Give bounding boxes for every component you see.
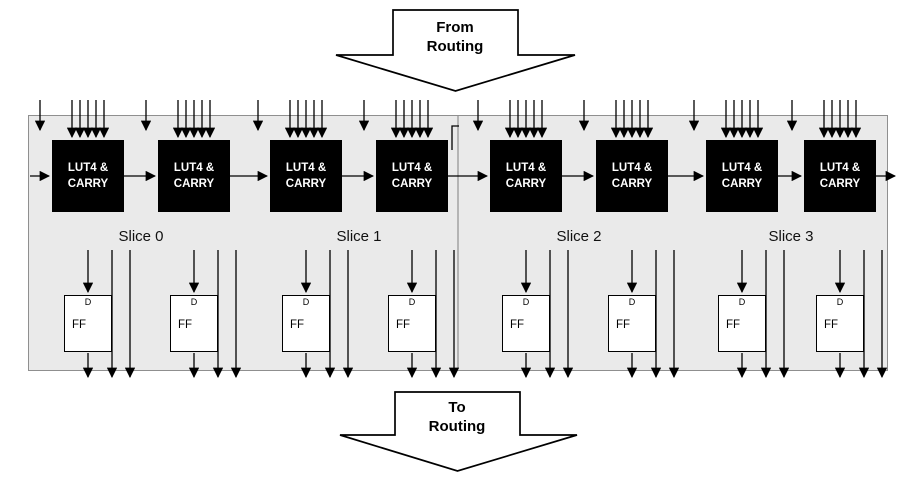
ff-box: D FF <box>170 295 218 352</box>
lut-label-line2: CARRY <box>505 178 547 190</box>
lut-label-line1: LUT4 & <box>505 161 547 174</box>
ff-label: FF <box>72 318 87 331</box>
to-routing-arrow: To Routing <box>339 391 578 472</box>
ff-d-input-label: D <box>628 297 636 307</box>
lut-label-line1: LUT4 & <box>173 161 215 174</box>
lut4-carry-box: LUT4 & CARRY <box>490 140 562 212</box>
ff-d-input-label: D <box>738 297 746 307</box>
ff-label: FF <box>616 318 631 331</box>
ff-box: D FF <box>608 295 656 352</box>
ff-d-input-label: D <box>408 297 416 307</box>
ff-d-input-label: D <box>84 297 92 307</box>
lut-label-line2: CARRY <box>721 178 763 190</box>
lut4-carry-box: LUT4 & CARRY <box>706 140 778 212</box>
lut4-carry-box: LUT4 & CARRY <box>596 140 668 212</box>
ff-box: D FF <box>64 295 112 352</box>
lut-label-line2: CARRY <box>173 178 215 190</box>
signal-arrows <box>30 100 897 379</box>
ff-label: FF <box>290 318 305 331</box>
lut4-carry-box: LUT4 & CARRY <box>376 140 448 212</box>
from-routing-arrow: From Routing <box>335 9 576 92</box>
ff-box: D FF <box>388 295 436 352</box>
from-routing-label-line1: From <box>436 19 474 36</box>
slice-label: Slice 0 <box>118 228 164 245</box>
ff-d-input-label: D <box>190 297 198 307</box>
lut4-carry-box: LUT4 & CARRY <box>52 140 124 212</box>
lut-label-line2: CARRY <box>611 178 653 190</box>
ff-box: D FF <box>718 295 766 352</box>
carry-out-loop-line <box>451 125 459 150</box>
slice-label: Slice 3 <box>768 228 814 245</box>
slice-label: Slice 1 <box>336 228 382 245</box>
ff-d-input-label: D <box>836 297 844 307</box>
to-routing-label-line2: Routing <box>429 418 486 435</box>
to-routing-arrow-shape <box>339 391 578 472</box>
ff-box: D FF <box>816 295 864 352</box>
lut-label-line1: LUT4 & <box>721 161 763 174</box>
lut-label-line1: LUT4 & <box>611 161 653 174</box>
from-routing-label-line2: Routing <box>427 38 484 55</box>
ff-label: FF <box>396 318 411 331</box>
ff-label: FF <box>726 318 741 331</box>
lut4-carry-box: LUT4 & CARRY <box>804 140 876 212</box>
lut4-carry-box: LUT4 & CARRY <box>270 140 342 212</box>
to-routing-label-line1: To <box>448 399 465 416</box>
lut-label-line1: LUT4 & <box>819 161 861 174</box>
from-routing-arrow-shape <box>335 9 576 92</box>
ff-label: FF <box>510 318 525 331</box>
ff-box: D FF <box>282 295 330 352</box>
lut-label-line2: CARRY <box>819 178 861 190</box>
lut-label-line2: CARRY <box>391 178 433 190</box>
lut-label-line1: LUT4 & <box>67 161 109 174</box>
lut-label-line2: CARRY <box>285 178 327 190</box>
lut4-carry-box: LUT4 & CARRY <box>158 140 230 212</box>
ff-label: FF <box>824 318 839 331</box>
lut-label-line1: LUT4 & <box>285 161 327 174</box>
ff-label: FF <box>178 318 193 331</box>
ff-box: D FF <box>502 295 550 352</box>
lut-label-line1: LUT4 & <box>391 161 433 174</box>
slice-label: Slice 2 <box>556 228 602 245</box>
ff-d-input-label: D <box>302 297 310 307</box>
lut-label-line2: CARRY <box>67 178 109 190</box>
ff-d-input-label: D <box>522 297 530 307</box>
